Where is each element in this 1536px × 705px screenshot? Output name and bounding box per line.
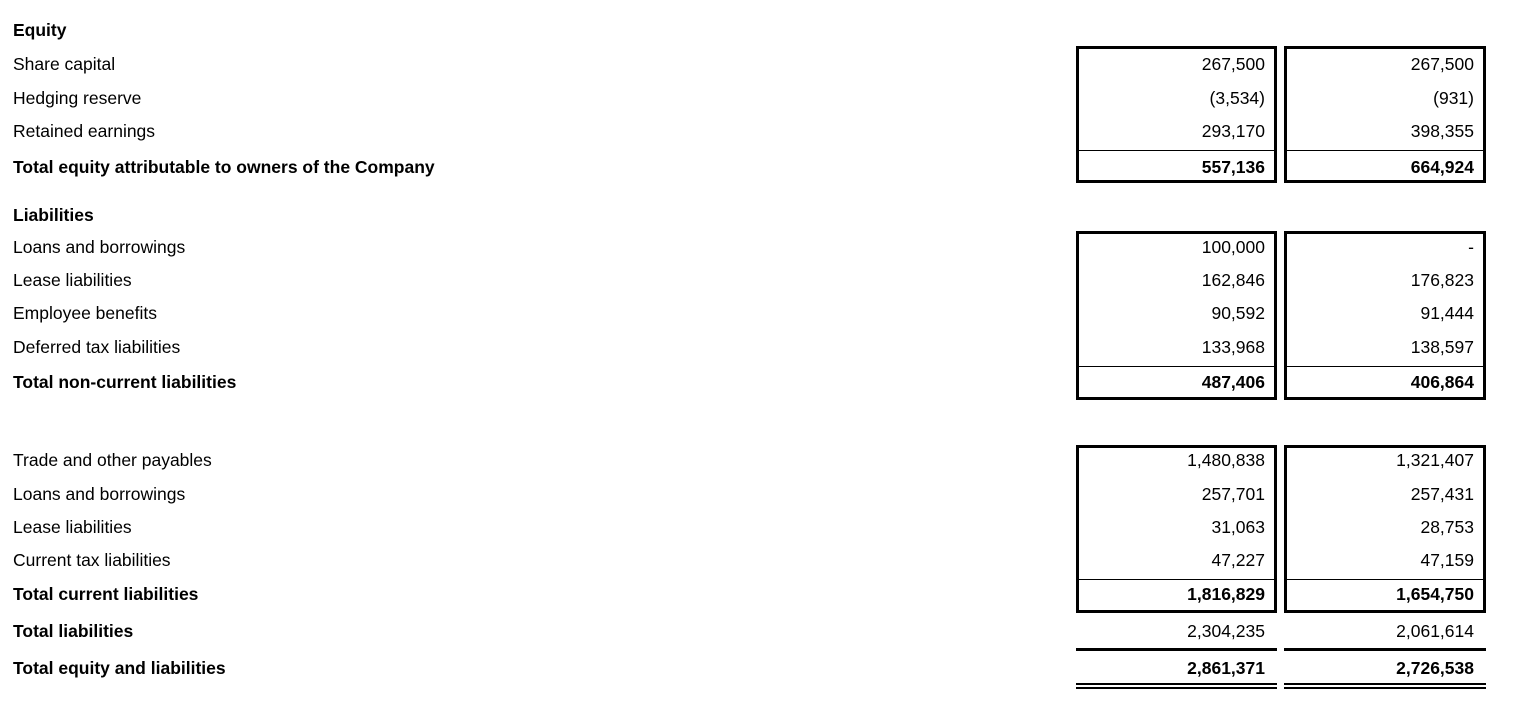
- equity-value-box-col2: [1284, 46, 1486, 183]
- subtotal-value-col2: 664,924: [1410, 157, 1474, 177]
- equity-value-box-col1: [1076, 46, 1277, 183]
- subtotal-row: Total non-current liabilities 487,406 40…: [0, 366, 1536, 399]
- subtotal-label: Total equity attributable to owners of t…: [13, 157, 435, 177]
- total-liabilities-rule-col1: [1076, 648, 1277, 651]
- row-value-col1: (3,534): [1209, 88, 1265, 108]
- total-value-col1: 2,861,371: [1187, 658, 1265, 678]
- row-value-col1: 31,063: [1211, 517, 1265, 537]
- row-value-col2: 47,159: [1420, 550, 1474, 570]
- row-label: Employee benefits: [13, 303, 157, 323]
- subtotal-label: Total non-current liabilities: [13, 372, 237, 392]
- row-label: Lease liabilities: [13, 517, 132, 537]
- row-value-col1: 47,227: [1211, 550, 1265, 570]
- row-label: Share capital: [13, 54, 116, 74]
- row-label: Hedging reserve: [13, 88, 142, 108]
- row-label: Trade and other payables: [13, 450, 212, 470]
- table-row: Loans and borrowings 257,701 257,431: [0, 478, 1536, 511]
- total-label: Total liabilities: [13, 621, 134, 641]
- grand-total-double-rule-col1: [1076, 683, 1277, 689]
- total-label: Total equity and liabilities: [13, 658, 226, 678]
- equity-total-divider-col1: [1079, 150, 1274, 151]
- subtotal-label: Total current liabilities: [13, 584, 199, 604]
- row-value-col1: 162,846: [1201, 270, 1265, 290]
- table-row: Trade and other payables 1,480,838 1,321…: [0, 444, 1536, 477]
- noncurrent-total-divider-col1: [1079, 366, 1274, 367]
- current-total-divider-col1: [1079, 579, 1274, 580]
- current-total-divider-col2: [1287, 579, 1483, 580]
- noncurrent-liabilities-value-box-col2: [1284, 231, 1486, 400]
- table-row: Deferred tax liabilities 133,968 138,597: [0, 331, 1536, 364]
- row-label: Loans and borrowings: [13, 484, 186, 504]
- row-label: Deferred tax liabilities: [13, 337, 181, 357]
- row-value-col1: 133,968: [1201, 337, 1265, 357]
- row-value-col2: 91,444: [1420, 303, 1474, 323]
- table-row: Lease liabilities 31,063 28,753: [0, 511, 1536, 544]
- row-value-col2: 28,753: [1420, 517, 1474, 537]
- grand-total-double-rule-col2: [1284, 683, 1486, 689]
- row-value-col2: 267,500: [1410, 54, 1474, 74]
- row-value-col2: 398,355: [1410, 121, 1474, 141]
- subtotal-value-col1: 1,816,829: [1187, 584, 1265, 604]
- total-row-equity-and-liabilities: Total equity and liabilities 2,861,371 2…: [0, 652, 1536, 685]
- total-row-liabilities: Total liabilities 2,304,235 2,061,614: [0, 615, 1536, 648]
- row-value-col2: 257,431: [1410, 484, 1474, 504]
- row-value-col2: (931): [1433, 88, 1474, 108]
- table-row: Loans and borrowings 100,000 -: [0, 231, 1536, 264]
- subtotal-value-col1: 487,406: [1201, 372, 1265, 392]
- equity-total-divider-col2: [1287, 150, 1483, 151]
- row-label: Lease liabilities: [13, 270, 132, 290]
- table-row: Hedging reserve (3,534) (931): [0, 82, 1536, 115]
- row-value-col1: 100,000: [1201, 237, 1265, 257]
- table-row: Lease liabilities 162,846 176,823: [0, 264, 1536, 297]
- subtotal-value-col2: 1,654,750: [1396, 584, 1474, 604]
- subtotal-value-col1: 557,136: [1201, 157, 1265, 177]
- current-liabilities-value-box-col2: [1284, 445, 1486, 613]
- row-value-col1: 293,170: [1201, 121, 1265, 141]
- table-row: Share capital 267,500 267,500: [0, 48, 1536, 81]
- total-value-col2: 2,726,538: [1396, 658, 1474, 678]
- row-label: Retained earnings: [13, 121, 156, 141]
- total-value-col2: 2,061,614: [1396, 621, 1474, 641]
- row-value-col1: 267,500: [1201, 54, 1265, 74]
- section-heading-liabilities: Liabilities: [13, 205, 94, 225]
- subtotal-value-col2: 406,864: [1410, 372, 1474, 392]
- total-liabilities-rule-col2: [1284, 648, 1486, 651]
- subtotal-row: Total equity attributable to owners of t…: [0, 151, 1536, 184]
- table-row: Employee benefits 90,592 91,444: [0, 297, 1536, 330]
- current-liabilities-value-box-col1: [1076, 445, 1277, 613]
- row-label: Current tax liabilities: [13, 550, 171, 570]
- row-value-col1: 1,480,838: [1187, 450, 1265, 470]
- table-row: Retained earnings 293,170 398,355: [0, 115, 1536, 148]
- row-value-col2: 138,597: [1410, 337, 1474, 357]
- row-value-col1: 90,592: [1211, 303, 1265, 323]
- total-value-col1: 2,304,235: [1187, 621, 1265, 641]
- table-row: Current tax liabilities 47,227 47,159: [0, 544, 1536, 577]
- section-heading-row: Liabilities: [0, 199, 1536, 232]
- row-value-col2: -: [1468, 237, 1474, 257]
- row-value-col2: 176,823: [1410, 270, 1474, 290]
- row-value-col2: 1,321,407: [1396, 450, 1474, 470]
- row-value-col1: 257,701: [1201, 484, 1265, 504]
- noncurrent-liabilities-value-box-col1: [1076, 231, 1277, 400]
- row-label: Loans and borrowings: [13, 237, 186, 257]
- noncurrent-total-divider-col2: [1287, 366, 1483, 367]
- subtotal-row: Total current liabilities 1,816,829 1,65…: [0, 578, 1536, 611]
- section-heading-equity: Equity: [13, 20, 67, 40]
- section-heading-row: Equity: [0, 14, 1536, 47]
